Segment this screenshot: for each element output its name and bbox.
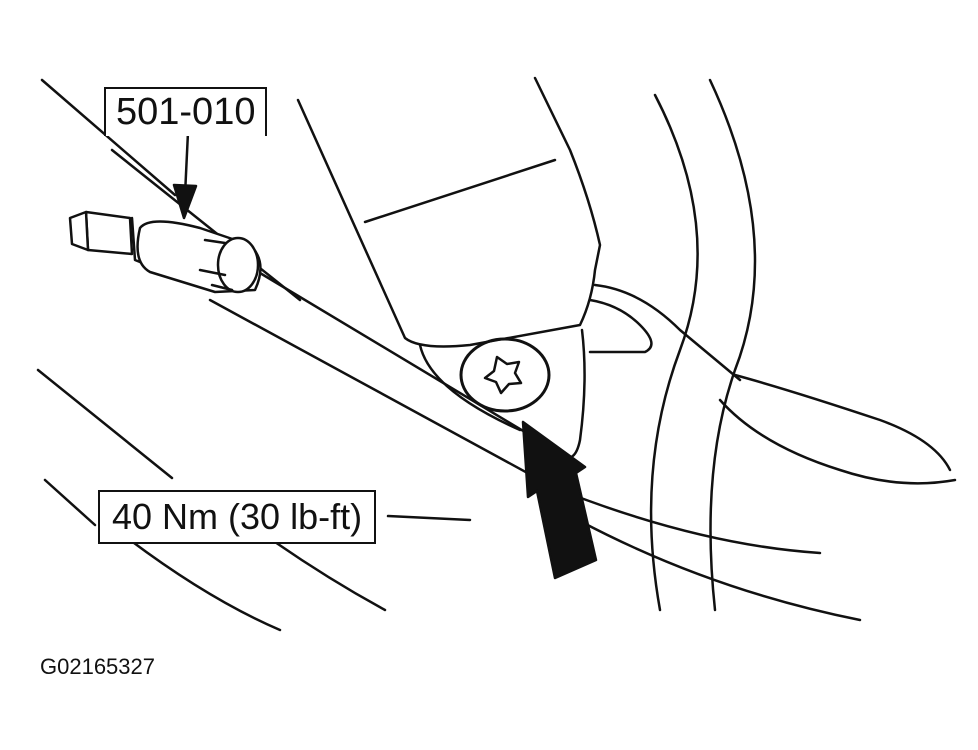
torx-socket-icon: [68, 210, 262, 294]
torque-spec-label: 40 Nm (30 lb-ft): [98, 490, 377, 544]
torx-bolt-icon: [459, 337, 551, 413]
torque-leader-line: [386, 514, 472, 522]
figure-id: G02165327: [40, 654, 155, 679]
tool-pointer-arrow: [172, 130, 198, 220]
frame-lines: [558, 78, 957, 622]
bracket-outline: [296, 76, 742, 460]
large-arrow-icon: [521, 420, 598, 580]
contour-lines: [36, 78, 387, 632]
tool-number-label: 501-010: [104, 87, 268, 136]
